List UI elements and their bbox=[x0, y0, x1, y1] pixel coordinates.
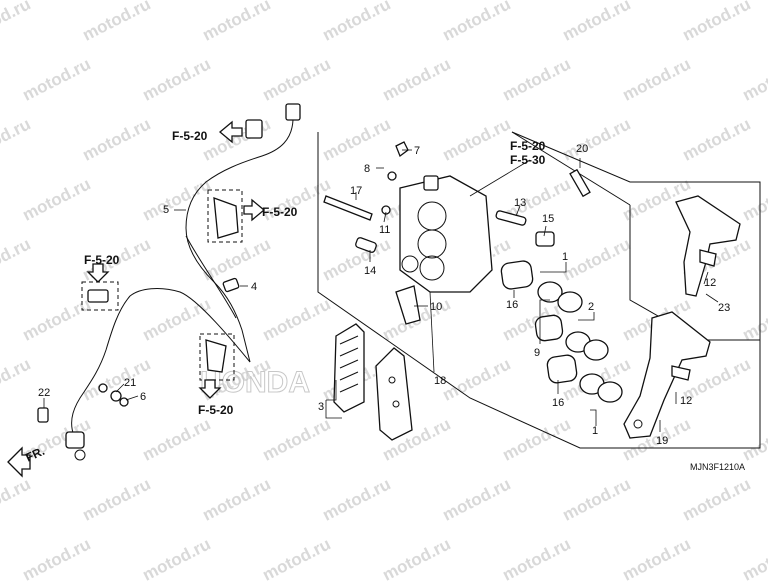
clip-left bbox=[87, 289, 109, 303]
sensor-cable bbox=[65, 103, 301, 461]
sensor-bracket-box bbox=[207, 189, 243, 243]
brake-pads bbox=[333, 323, 413, 441]
part-label-7: 7 bbox=[414, 145, 420, 157]
part-label-12a: 12 bbox=[704, 277, 716, 289]
part-label-15: 15 bbox=[542, 213, 554, 225]
front-direction-arrow bbox=[7, 446, 31, 478]
part-label-10: 10 bbox=[430, 301, 442, 313]
part-label-16b: 16 bbox=[552, 397, 564, 409]
part-label-2: 2 bbox=[588, 301, 594, 313]
part-label-13: 13 bbox=[514, 197, 526, 209]
ref-f520-top: F-5-20 bbox=[172, 129, 208, 143]
part-label-17: 17 bbox=[350, 185, 362, 197]
caliper-group-frame bbox=[317, 131, 761, 449]
ref-arrows bbox=[86, 120, 266, 399]
part-label-6: 6 bbox=[140, 391, 146, 403]
caliper-pins bbox=[323, 141, 591, 325]
part-label-18: 18 bbox=[434, 375, 446, 387]
pistons-seals bbox=[500, 260, 623, 403]
leader-lines bbox=[43, 149, 719, 432]
part-label-5: 5 bbox=[163, 204, 169, 216]
ref-f520-caliper: F-5-20 bbox=[510, 139, 546, 153]
cable-clamp bbox=[222, 277, 240, 293]
part-label-16a: 16 bbox=[506, 299, 518, 311]
part-label-22: 22 bbox=[38, 387, 50, 399]
part-label-3: 3 bbox=[318, 401, 324, 413]
part-label-1b: 1 bbox=[592, 425, 598, 437]
part-label-4: 4 bbox=[251, 281, 257, 293]
part-label-9: 9 bbox=[534, 347, 540, 359]
part-label-21: 21 bbox=[124, 377, 136, 389]
cable-clip-top bbox=[245, 119, 263, 139]
fasteners-left bbox=[37, 383, 129, 423]
ref-f530-caliper: F-5-30 bbox=[510, 153, 546, 167]
sensor-bracket bbox=[213, 197, 239, 239]
part-label-11: 11 bbox=[379, 224, 390, 236]
part-label-1a: 1 bbox=[562, 251, 568, 263]
ref-f520-bottom: F-5-20 bbox=[198, 403, 234, 417]
part-label-23: 23 bbox=[718, 302, 730, 314]
diagram-code: MJN3F1210A bbox=[690, 462, 745, 472]
frame-diagonal bbox=[511, 131, 631, 206]
clip-box-left bbox=[81, 281, 119, 311]
front-direction-label: FR. bbox=[23, 444, 46, 465]
part-label-12b: 12 bbox=[680, 395, 692, 407]
ref-f520-sensor: F-5-20 bbox=[262, 205, 298, 219]
caliper-body bbox=[399, 175, 493, 293]
clip-box-lower bbox=[199, 333, 235, 381]
part-label-20: 20 bbox=[576, 143, 588, 155]
part-label-14: 14 bbox=[364, 265, 376, 277]
clip-lower bbox=[205, 339, 227, 373]
caliper-brackets bbox=[623, 195, 741, 439]
part-label-8: 8 bbox=[364, 163, 370, 175]
part-label-19: 19 bbox=[656, 435, 668, 447]
ref-f520-left: F-5-20 bbox=[84, 253, 120, 267]
